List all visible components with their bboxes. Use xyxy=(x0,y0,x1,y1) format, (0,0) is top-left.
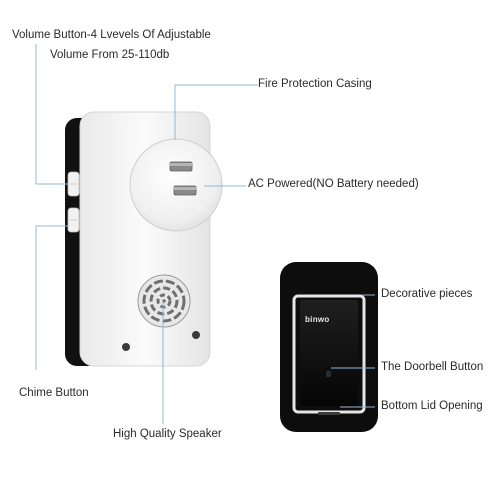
receiver-unit xyxy=(65,111,223,367)
brand-logo: binwo xyxy=(305,315,330,324)
leader-chime xyxy=(35,225,68,370)
label-volume-line2: Volume From 25-110db xyxy=(50,49,170,61)
label-speaker: High Quality Speaker xyxy=(113,428,222,440)
label-chime-button: Chime Button xyxy=(19,387,89,399)
plug-disc xyxy=(129,138,223,232)
label-fire-protection: Fire Protection Casing xyxy=(258,78,372,90)
label-volume-line1: Volume Button-4 Lvevels Of Adjustable xyxy=(12,29,211,41)
bottom-lid-opening xyxy=(318,412,340,415)
doorbell-indicator xyxy=(326,371,331,377)
screw-hole-left xyxy=(122,343,130,351)
leader-lines xyxy=(35,44,375,424)
label-bottom-lid: Bottom Lid Opening xyxy=(381,400,483,412)
screw-hole-right xyxy=(192,331,200,339)
label-decorative: Decorative pieces xyxy=(381,288,473,300)
transmitter-unit: binwo xyxy=(280,262,378,432)
label-ac-powered: AC Powered(NO Battery needed) xyxy=(248,178,419,190)
speaker-grille xyxy=(137,274,191,328)
leader-volume xyxy=(35,44,68,185)
plug-prongs xyxy=(169,161,197,196)
label-doorbell-button: The Doorbell Button xyxy=(381,361,484,373)
leader-fire-protection xyxy=(174,84,258,140)
doorbell-button[interactable] xyxy=(300,300,358,406)
